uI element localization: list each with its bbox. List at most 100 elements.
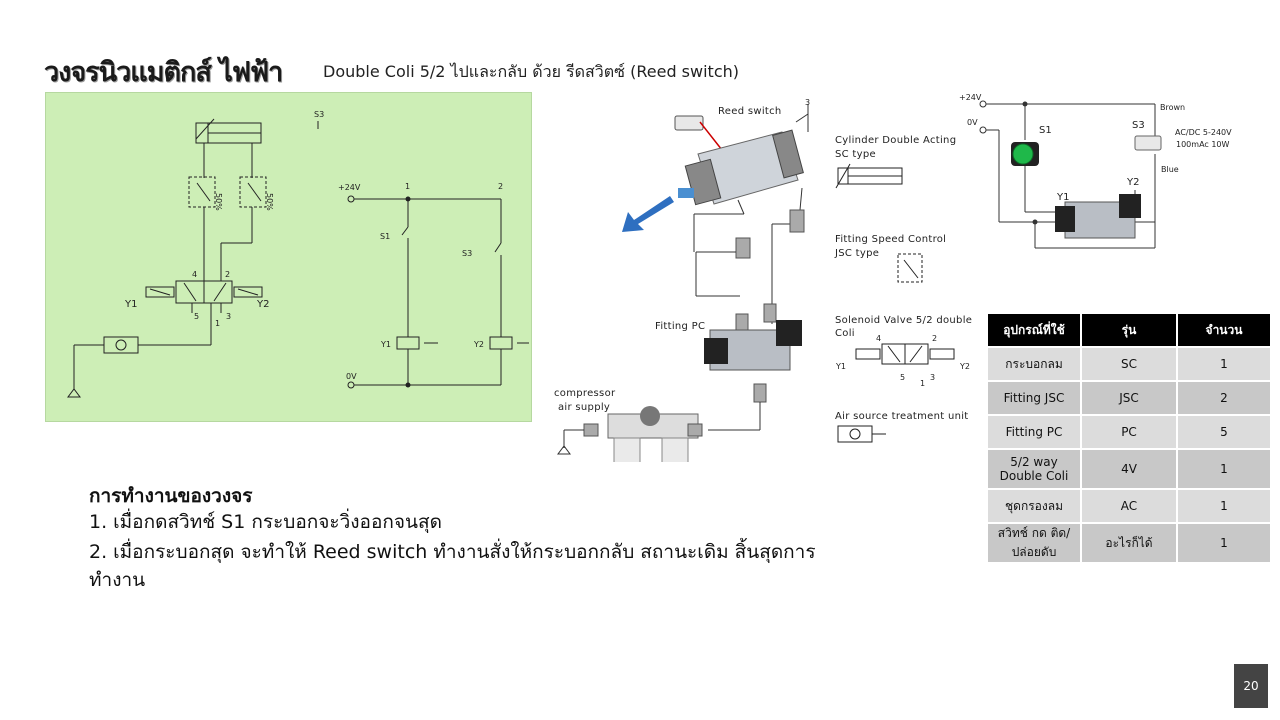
pn-flow-right: 50% xyxy=(265,193,274,211)
sym-port-5: 5 xyxy=(900,373,905,382)
table-header-row: อุปกรณ์ที่ใช้ รุ่น จำนวน xyxy=(986,312,1272,348)
flow-control-left xyxy=(188,176,216,208)
pushbutton-image xyxy=(1011,142,1039,166)
electric-circuit xyxy=(347,195,529,389)
el-plus24: +24V xyxy=(338,183,361,192)
label-compressor-1: compressor xyxy=(554,388,616,399)
page-number: 20 xyxy=(1234,664,1268,708)
speed-control-symbol xyxy=(897,253,923,283)
pn-s3-label: S3 xyxy=(314,110,324,119)
sym-port-2: 2 xyxy=(932,334,937,343)
pneumatic-circuit xyxy=(67,118,267,398)
label-fitting-2: JSC type xyxy=(835,248,880,259)
fitting-image-1 xyxy=(735,237,751,259)
pn-port-4: 4 xyxy=(192,270,197,279)
el-s3: S3 xyxy=(462,249,472,258)
sym-port-4: 4 xyxy=(876,334,881,343)
solenoid-y2 xyxy=(233,286,263,298)
table-cell: Fitting JSC xyxy=(986,380,1082,416)
air-service-unit xyxy=(103,336,139,354)
pn-y2-label: Y2 xyxy=(256,299,269,310)
wire-zero: 0V xyxy=(967,118,978,127)
wire-y2: Y2 xyxy=(1126,177,1139,188)
label-air-unit: Air source treatment unit xyxy=(835,411,969,422)
table-cell: อะไรก็ได้ xyxy=(1080,522,1178,564)
pn-port-2: 2 xyxy=(225,270,230,279)
fitting-image-2 xyxy=(789,209,805,233)
component-illustrations: 3 4 2 5 1 3 Y1 Y2 xyxy=(557,98,970,462)
pn-port-5: 5 xyxy=(194,312,199,321)
label-cylinder-1: Cylinder Double Acting xyxy=(835,135,957,146)
operation-step-2: 2. เมื่อกระบอกสุด จะทำให้ Reed switch ทำ… xyxy=(89,541,816,563)
sym-y2: Y2 xyxy=(959,362,970,371)
wire-spec-2: 100mAc 10W xyxy=(1176,140,1230,149)
table-cell: JSC xyxy=(1080,380,1178,416)
flow-control-right xyxy=(239,176,267,208)
slide-subtitle: Double Coli 5/2 ไปและกลับ ด้วย รีดสวิตซ์… xyxy=(323,62,739,81)
table-cell: กระบอกลม xyxy=(986,346,1082,382)
table-row: 5/2 way Double Coli 4V 1 xyxy=(986,448,1272,490)
table-row: ชุดกรองลม AC 1 xyxy=(986,488,1272,524)
wiring-diagram: +24V 0V S1 S3 Brown AC/DC 5-240V 100mAc … xyxy=(959,93,1232,249)
cylinder-double-symbol xyxy=(835,163,903,189)
pn-y1-label: Y1 xyxy=(124,299,137,310)
table-header-equipment: อุปกรณ์ที่ใช้ xyxy=(986,312,1082,348)
table-cell: 1 xyxy=(1176,488,1272,524)
label-fitting-pc: Fitting PC xyxy=(655,321,706,332)
table-cell: SC xyxy=(1080,346,1178,382)
circuit-panel: S3 50% 50% Y1 Y2 4 2 5 1 3 xyxy=(45,92,532,422)
el-y2: Y2 xyxy=(473,340,484,349)
wire-spec-1: AC/DC 5-240V xyxy=(1175,128,1232,137)
table-row: สวิทช์ กด ติด/ปล่อยดับ อะไรก็ได้ 1 xyxy=(986,522,1272,564)
table-cell: 1 xyxy=(1176,522,1272,564)
wire-blue: Blue xyxy=(1161,165,1179,174)
table-cell: PC xyxy=(1080,414,1178,450)
pn-port-3: 3 xyxy=(226,312,231,321)
table-cell: AC xyxy=(1080,488,1178,524)
table-row: Fitting PC PC 5 xyxy=(986,414,1272,450)
table-cell: Fitting PC xyxy=(986,414,1082,450)
label-reed-switch: Reed switch xyxy=(718,106,782,117)
el-col1: 1 xyxy=(405,182,410,191)
air-source-symbol xyxy=(837,425,886,443)
motion-arrow xyxy=(622,196,674,232)
reed-switch-image xyxy=(674,115,704,131)
table-cell: 1 xyxy=(1176,346,1272,382)
table-cell: 5 xyxy=(1176,414,1272,450)
solenoid-y1 xyxy=(145,286,175,298)
operation-step-1: 1. เมื่อกดสวิทช์ S1 กระบอกจะวิ่งออกจนสุด xyxy=(89,511,442,533)
label-solenoid-2: Coli xyxy=(835,328,855,339)
table-cell: 5/2 way Double Coli xyxy=(986,448,1082,490)
wire-plus24: +24V xyxy=(959,93,982,102)
label-compressor-2: air supply xyxy=(558,402,611,413)
table-header-model: รุ่น xyxy=(1080,312,1178,348)
sym-port-3: 3 xyxy=(930,373,935,382)
el-zero: 0V xyxy=(346,372,357,381)
table-cell: 1 xyxy=(1176,448,1272,490)
wire-y1: Y1 xyxy=(1056,192,1069,203)
table-row: Fitting JSC JSC 2 xyxy=(986,380,1272,416)
table-row: กระบอกลม SC 1 xyxy=(986,346,1272,382)
table-cell: 2 xyxy=(1176,380,1272,416)
sym-y1: Y1 xyxy=(835,362,846,371)
el-y1: Y1 xyxy=(380,340,391,349)
pn-flow-left: 50% xyxy=(214,193,223,211)
label-cylinder-2: SC type xyxy=(835,149,876,160)
valve-5-2-small-symbol xyxy=(855,343,955,365)
coil-y2 xyxy=(489,336,513,350)
reed-num-3: 3 xyxy=(805,98,810,107)
table-cell: ชุดกรองลม xyxy=(986,488,1082,524)
wire-brown: Brown xyxy=(1160,103,1185,112)
cylinder-image xyxy=(678,129,804,206)
sym-port-1: 1 xyxy=(920,379,925,388)
coil-y1 xyxy=(396,336,420,350)
wire-s3: S3 xyxy=(1132,120,1145,131)
table-cell: 4V xyxy=(1080,448,1178,490)
valve-wiring-image xyxy=(1055,194,1141,239)
el-col2: 2 xyxy=(498,182,503,191)
table-header-qty: จำนวน xyxy=(1176,312,1272,348)
slide-title: วงจรนิวแมติกส์ ไฟฟ้า xyxy=(44,57,283,88)
reed-switch-wiring xyxy=(1134,135,1162,151)
table-cell: สวิทช์ กด ติด/ปล่อยดับ xyxy=(986,522,1082,564)
circuit-diagrams: S3 50% 50% Y1 Y2 4 2 5 1 3 xyxy=(67,110,529,398)
